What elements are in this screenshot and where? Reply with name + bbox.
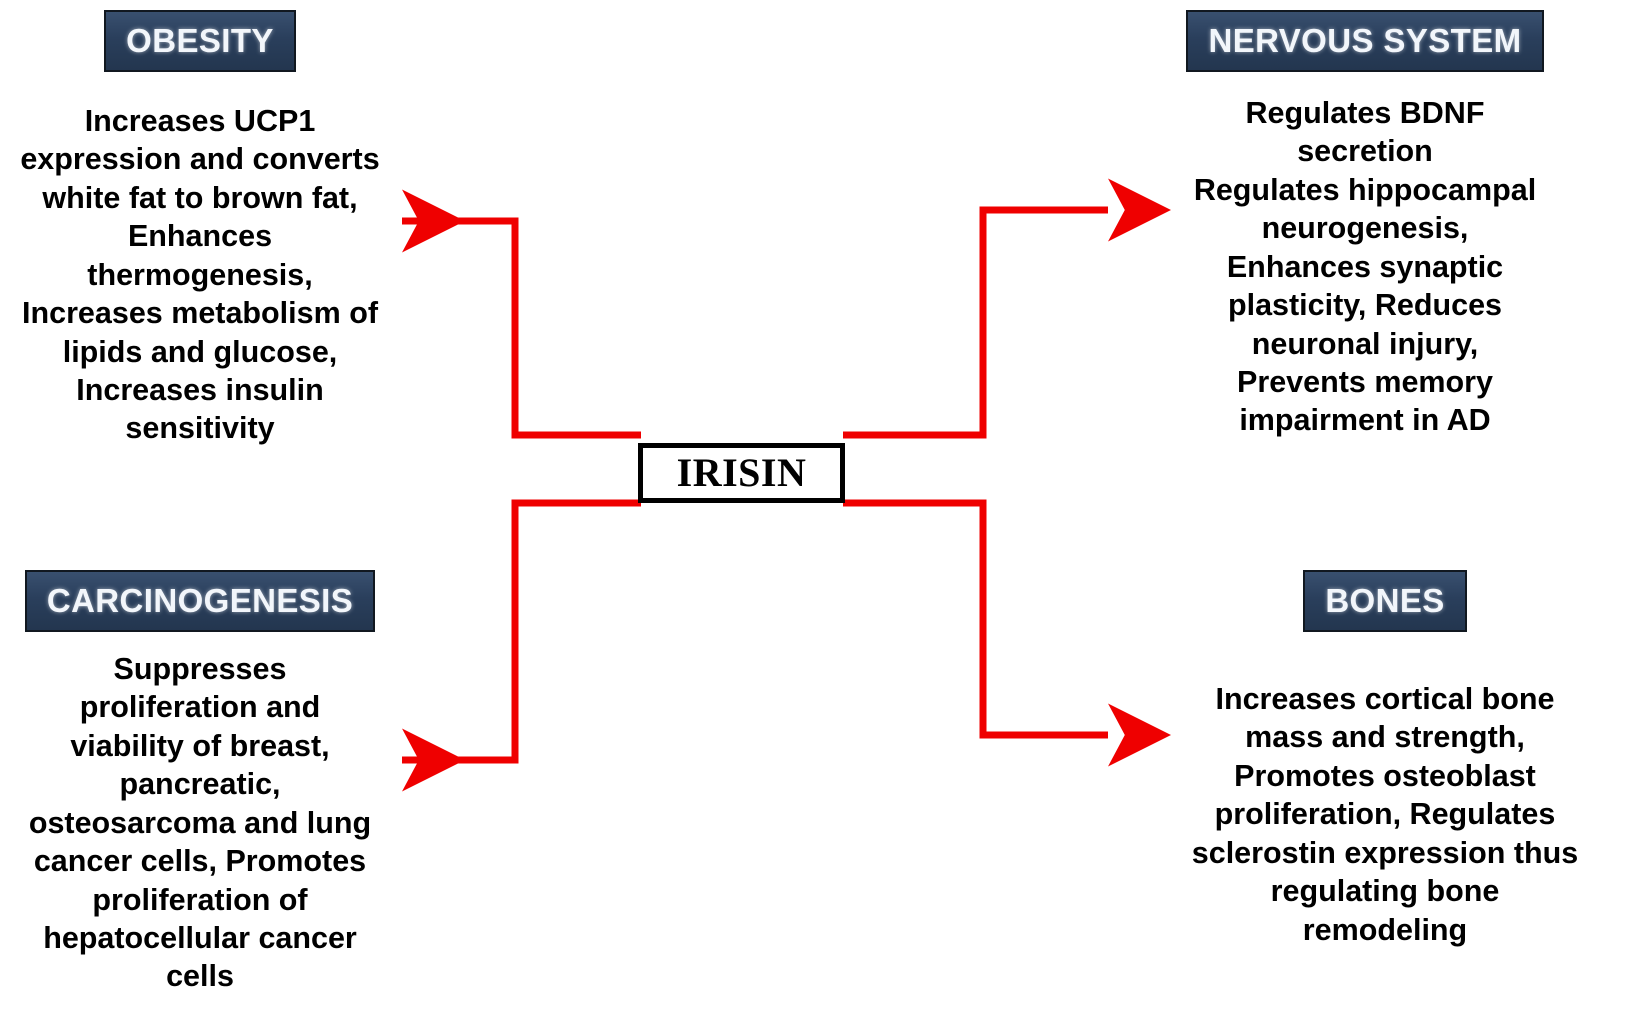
description-carcinogenesis: Suppresses proliferation and viability o…	[28, 652, 372, 994]
description-nervous-system: Regulates BDNF secretion Regulates hippo…	[1193, 96, 1537, 438]
heading-bones: BONES	[1303, 570, 1467, 632]
heading-carcinogenesis: CARCINOGENESIS	[24, 570, 376, 632]
center-node-irisin: IRISIN	[638, 443, 845, 503]
quadrant-bones: BONES Increases cortical bone mass and s…	[1150, 570, 1620, 949]
connector-to-obesity	[402, 189, 641, 439]
heading-obesity: OBESITY	[104, 10, 296, 72]
heading-nervous-system: NERVOUS SYSTEM	[1186, 10, 1544, 72]
connector-to-carcinogenesis	[402, 499, 641, 792]
center-node-label: IRISIN	[676, 450, 807, 495]
description-bones: Increases cortical bone mass and strengt…	[1191, 682, 1579, 947]
quadrant-carcinogenesis: CARCINOGENESIS Suppresses proliferation …	[0, 570, 400, 996]
quadrant-nervous-system: NERVOUS SYSTEM Regulates BDNF secretion …	[1130, 10, 1600, 440]
description-obesity: Increases UCP1 expression and converts w…	[20, 104, 380, 446]
quadrant-obesity: OBESITY Increases UCP1 expression and co…	[0, 10, 400, 448]
connector-to-bones	[843, 499, 1171, 767]
connector-to-nervous-system	[843, 178, 1171, 439]
